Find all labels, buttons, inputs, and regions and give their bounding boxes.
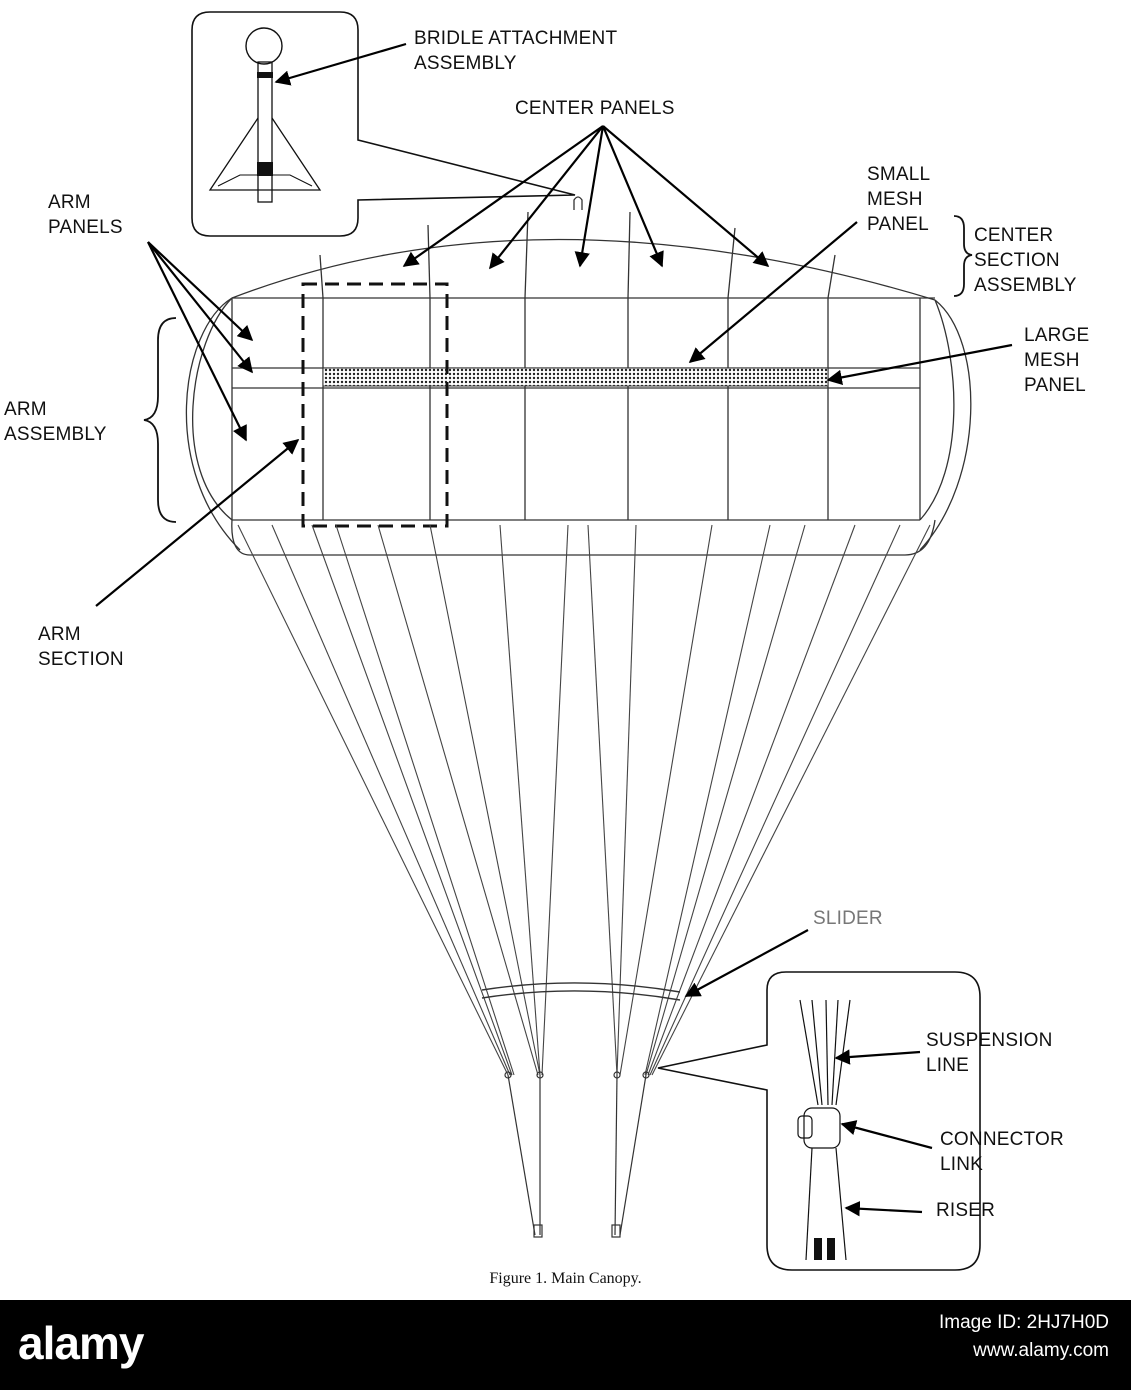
arm-assembly-label: ARM ASSEMBLY [4, 399, 107, 445]
bridle-inset [191, 11, 576, 237]
suspension-line-label: SUSPENSION LINE [926, 1030, 1053, 1076]
mesh-panels [322, 367, 829, 387]
risers [504, 1071, 650, 1238]
mesh-band [322, 367, 829, 387]
center-panels-label: CENTER PANELS [515, 98, 675, 119]
main-canopy-diagram [95, 11, 1013, 1271]
slider-label: SLIDER [813, 908, 883, 929]
panel-seams [231, 211, 921, 520]
bridle-attachment-assembly-label: BRIDLE ATTACHMENT ASSEMBLY [414, 28, 618, 74]
bridle-ring [245, 27, 283, 65]
watermark-image-id: Image ID: 2HJ7H0D [938, 1312, 1109, 1333]
large-mesh-panel-label: LARGE MESH PANEL [1024, 325, 1090, 396]
canopy-top-edge [231, 238, 936, 301]
small-mesh-panel-label: SMALL MESH PANEL [867, 164, 931, 235]
connector-link-label: CONNECTOR LINK [940, 1129, 1064, 1175]
center-section-brace [953, 215, 973, 297]
connector-inset [657, 971, 981, 1271]
canopy-outline [185, 297, 972, 551]
center-section-assembly-label: CENTER SECTION ASSEMBLY [974, 225, 1077, 296]
bridle-attachment-point [573, 196, 583, 210]
arm-section-label: ARM SECTION [38, 624, 124, 670]
arm-section-outline [301, 282, 449, 528]
slider [481, 982, 681, 1001]
callout-arrows [95, 42, 1013, 1217]
watermark-footer: alamy Image ID: 2HJ7H0D www.alamy.com [0, 1300, 1131, 1390]
watermark-url: www.alamy.com [973, 1340, 1109, 1361]
canopy-outer-left [192, 297, 233, 521]
watermark-brand: alamy [18, 1317, 144, 1369]
figure-caption: Figure 1. Main Canopy. [489, 1270, 642, 1287]
riser-label: RISER [936, 1200, 996, 1221]
canopy-outer-right [919, 299, 955, 521]
arm-panels-label: ARM PANELS [48, 192, 123, 238]
arm-assembly-brace [143, 317, 177, 523]
